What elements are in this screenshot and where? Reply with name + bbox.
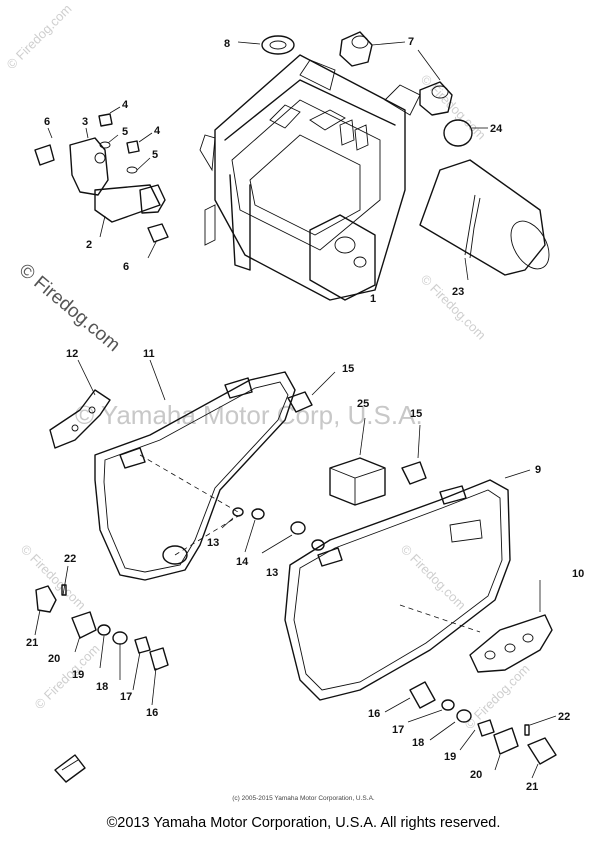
footer-copyright: ©2013 Yamaha Motor Corporation, U.S.A. A… (106, 815, 501, 831)
callout-21a: 21 (26, 637, 38, 649)
callout-17b: 17 (392, 724, 404, 736)
callout-16a: 16 (146, 707, 158, 719)
callout-25: 25 (357, 398, 369, 410)
cap-part (237, 35, 295, 55)
callout-12: 12 (66, 348, 78, 360)
small-bracket-part (49, 359, 111, 449)
callout-15b: 15 (410, 408, 422, 420)
callout-10: 10 (572, 568, 584, 580)
left-lock-assembly-part (34, 565, 169, 706)
watermark-firedog-2: © Firedog.com (418, 72, 489, 143)
bracket-assembly-part (34, 106, 169, 259)
battery-box-part (199, 54, 421, 301)
callout-1: 1 (370, 293, 376, 305)
callout-22b: 22 (558, 711, 570, 723)
callout-20a: 20 (48, 653, 60, 665)
ring-part (443, 119, 488, 147)
callout-13b: 13 (266, 567, 278, 579)
callout-16b: 16 (368, 708, 380, 720)
small-copyright: (c) 2005-2015 Yamaha Motor Corporation, … (232, 795, 375, 802)
callout-8: 8 (224, 38, 230, 50)
watermark-firedog-7: © Firedog.com (462, 661, 533, 732)
watermark-firedog-5: © Firedog.com (398, 542, 469, 613)
band-part (419, 159, 550, 281)
watermark-yamaha: © Yamaha Motor Corp, U.S.A. (75, 400, 423, 430)
callout-24: 24 (490, 123, 503, 135)
callout-17a: 17 (120, 691, 132, 703)
callout-21b: 21 (526, 781, 538, 793)
relay-box-part (329, 417, 386, 506)
callout-15a: 15 (342, 363, 354, 375)
callout-23: 23 (452, 286, 464, 298)
watermark-firedog-6: © Firedog.com (32, 641, 103, 712)
callout-4a: 4 (122, 99, 129, 111)
key-tag-part (54, 754, 86, 783)
callout-6b: 6 (123, 261, 129, 273)
right-side-cover-part (284, 469, 531, 701)
bracket-plate-part (469, 580, 553, 673)
callout-18b: 18 (412, 737, 424, 749)
callout-18a: 18 (96, 681, 108, 693)
callout-6a: 6 (44, 116, 50, 128)
callouts: 8 7 24 23 1 6 3 4 5 4 5 2 6 12 11 15 25 … (26, 36, 584, 793)
callout-22a: 22 (64, 553, 76, 565)
watermark-firedog-4: © Firedog.com (18, 542, 89, 613)
callout-20b: 20 (470, 769, 482, 781)
damper-part (339, 31, 453, 116)
callout-7: 7 (408, 36, 414, 48)
callout-13a: 13 (207, 537, 219, 549)
callout-19b: 19 (444, 751, 456, 763)
callout-14: 14 (236, 556, 249, 568)
callout-5b: 5 (152, 149, 158, 161)
grommet-part (287, 371, 427, 485)
callout-2: 2 (86, 239, 92, 251)
callout-19a: 19 (72, 669, 84, 681)
watermark-firedog-main: © Firedog.com (15, 260, 124, 356)
watermark-firedog-1: © Firedog.com (4, 1, 75, 72)
watermark-firedog-3: © Firedog.com (418, 272, 489, 343)
callout-9: 9 (535, 464, 541, 476)
callout-5a: 5 (122, 126, 128, 138)
right-lock-assembly-part (384, 681, 557, 779)
callout-4b: 4 (154, 125, 161, 137)
callout-11: 11 (143, 348, 155, 360)
callout-3: 3 (82, 116, 88, 128)
left-side-cover-part (94, 359, 296, 581)
